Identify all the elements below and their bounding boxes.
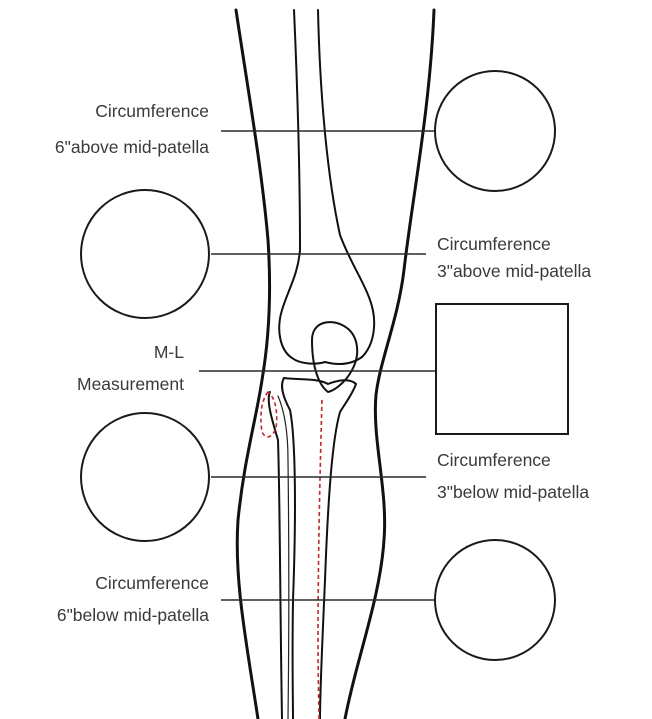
label-6in-below: Circumference 6"below mid-patella xyxy=(57,573,209,625)
label-ml: M-L Measurement xyxy=(77,342,184,394)
circumference-3in-above-circle[interactable] xyxy=(81,190,209,318)
femur-left-edge xyxy=(279,10,300,358)
leg-outer-right-contour xyxy=(345,10,434,719)
label-6in-below-line1: Circumference xyxy=(95,573,209,593)
label-6in-above-line2: 6"above mid-patella xyxy=(55,137,209,157)
tibia-right-edge xyxy=(320,384,356,719)
circumference-3in-below-circle[interactable] xyxy=(81,413,209,541)
fibula-outer xyxy=(269,392,282,719)
ml-measurement-box[interactable] xyxy=(436,304,568,434)
label-6in-above: Circumference 6"above mid-patella xyxy=(55,101,209,157)
label-ml-line1: M-L xyxy=(154,342,184,362)
label-6in-below-line2: 6"below mid-patella xyxy=(57,605,209,625)
label-3in-below-line1: Circumference xyxy=(437,450,551,470)
circumference-6in-below-circle[interactable] xyxy=(435,540,555,660)
label-3in-above-line1: Circumference xyxy=(437,234,551,254)
femur-condyle-base xyxy=(292,357,362,364)
label-3in-below-line2: 3"below mid-patella xyxy=(437,482,589,502)
femur-right-edge xyxy=(318,10,374,357)
label-3in-above-line2: 3"above mid-patella xyxy=(437,261,591,281)
label-3in-above: Circumference 3"above mid-patella xyxy=(437,234,591,281)
label-3in-below: Circumference 3"below mid-patella xyxy=(437,450,589,502)
leg-illustration xyxy=(236,10,434,719)
leg-outer-left-contour xyxy=(236,10,270,719)
circumference-6in-above-circle[interactable] xyxy=(435,71,555,191)
label-6in-above-line1: Circumference xyxy=(95,101,209,121)
label-ml-line2: Measurement xyxy=(77,374,184,394)
